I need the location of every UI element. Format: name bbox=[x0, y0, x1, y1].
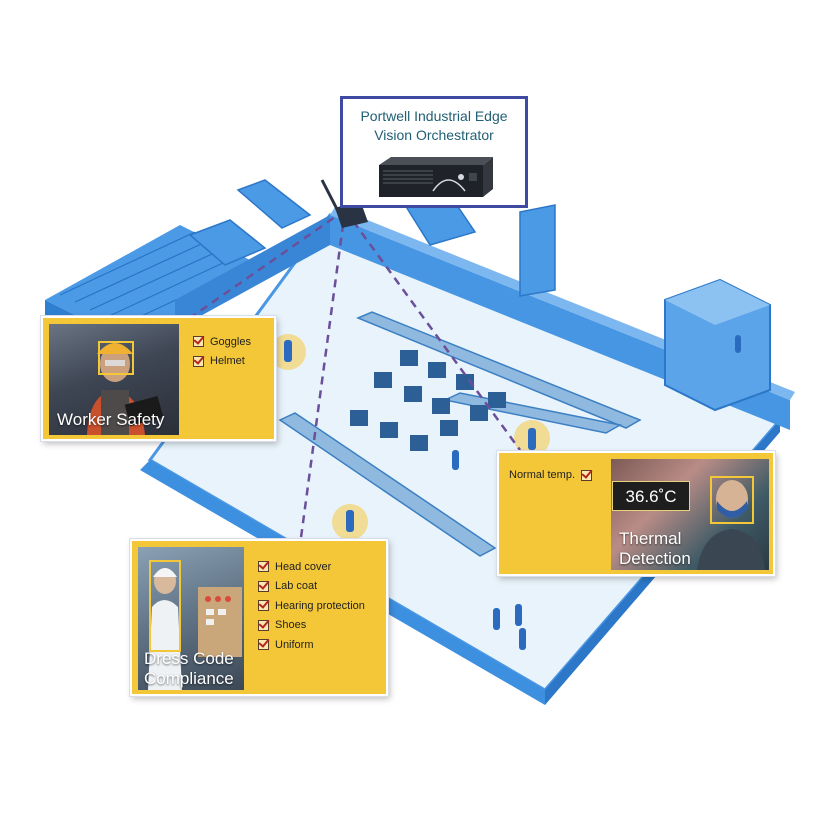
check-label: Head cover bbox=[275, 560, 332, 573]
thermal-detection-photo: Thermal Detection bbox=[611, 459, 769, 570]
worker-safety-photo: Worker Safety bbox=[49, 324, 179, 435]
dress-code-label-line2: Compliance bbox=[144, 669, 234, 688]
worker-figure bbox=[87, 341, 164, 435]
conveyor-belts bbox=[278, 311, 642, 557]
check-label: Uniform bbox=[275, 638, 314, 651]
checkmark-icon bbox=[258, 561, 269, 573]
orchestrator-title-line1: Portwell Industrial Edge bbox=[360, 108, 508, 124]
worker-safety-panel: Worker Safety Goggles Helmet bbox=[41, 316, 276, 441]
temperature-readout: 36.6˚C bbox=[612, 481, 690, 511]
checkmark-icon bbox=[258, 600, 269, 612]
thermal-label-line1: Thermal bbox=[619, 529, 682, 548]
vision-links bbox=[189, 208, 522, 546]
check-item: Lab coat bbox=[258, 577, 365, 597]
thermal-label-line2: Detection bbox=[619, 549, 691, 568]
industrial-pc-icon bbox=[379, 157, 493, 197]
orchestrator-title-line2: Vision Orchestrator bbox=[374, 127, 494, 143]
delivery-trucks bbox=[188, 179, 556, 297]
check-label: Hearing protection bbox=[275, 599, 365, 612]
worker-safety-label: Worker Safety bbox=[57, 410, 165, 429]
check-item: Head cover bbox=[258, 557, 365, 577]
checkmark-icon bbox=[258, 639, 269, 651]
masked-person-figure bbox=[697, 476, 765, 570]
dress-code-label-line1: Dress Code bbox=[144, 649, 234, 668]
check-item: Helmet bbox=[193, 352, 251, 372]
check-label: Lab coat bbox=[275, 580, 318, 593]
check-label: Helmet bbox=[210, 355, 245, 368]
check-item: Hearing protection bbox=[258, 596, 365, 616]
thermal-detection-label: Thermal Detection bbox=[619, 529, 691, 569]
dress-code-label: Dress Code Compliance bbox=[144, 649, 234, 689]
checkmark-icon bbox=[258, 619, 269, 631]
checkmark-icon bbox=[581, 469, 593, 481]
normal-temp-label: Normal temp. bbox=[509, 469, 576, 481]
orchestrator-title: Portwell Industrial Edge Vision Orchestr… bbox=[343, 107, 525, 145]
check-label: Shoes bbox=[275, 619, 307, 632]
lab-worker-figure bbox=[148, 560, 242, 690]
check-item: Goggles bbox=[193, 332, 251, 352]
check-label: Goggles bbox=[210, 335, 251, 348]
dress-code-panel: Dress Code Compliance Head cover Lab coa… bbox=[130, 539, 388, 696]
check-item: Shoes bbox=[258, 616, 365, 636]
dress-code-photo: Dress Code Compliance bbox=[138, 547, 244, 690]
checkmark-icon bbox=[258, 580, 269, 592]
checkmark-icon bbox=[193, 355, 204, 367]
storage-bins bbox=[350, 350, 506, 451]
worker-safety-checklist: Goggles Helmet bbox=[193, 332, 251, 371]
check-item: Uniform bbox=[258, 635, 365, 655]
checkmark-icon bbox=[193, 336, 204, 348]
thermal-detection-panel: Normal temp. Thermal Detection bbox=[497, 451, 775, 576]
dress-code-checklist: Head cover Lab coat Hearing protection S… bbox=[258, 557, 365, 655]
normal-temp-check: Normal temp. bbox=[509, 469, 598, 481]
edge-orchestrator-card: Portwell Industrial Edge Vision Orchestr… bbox=[340, 96, 528, 208]
